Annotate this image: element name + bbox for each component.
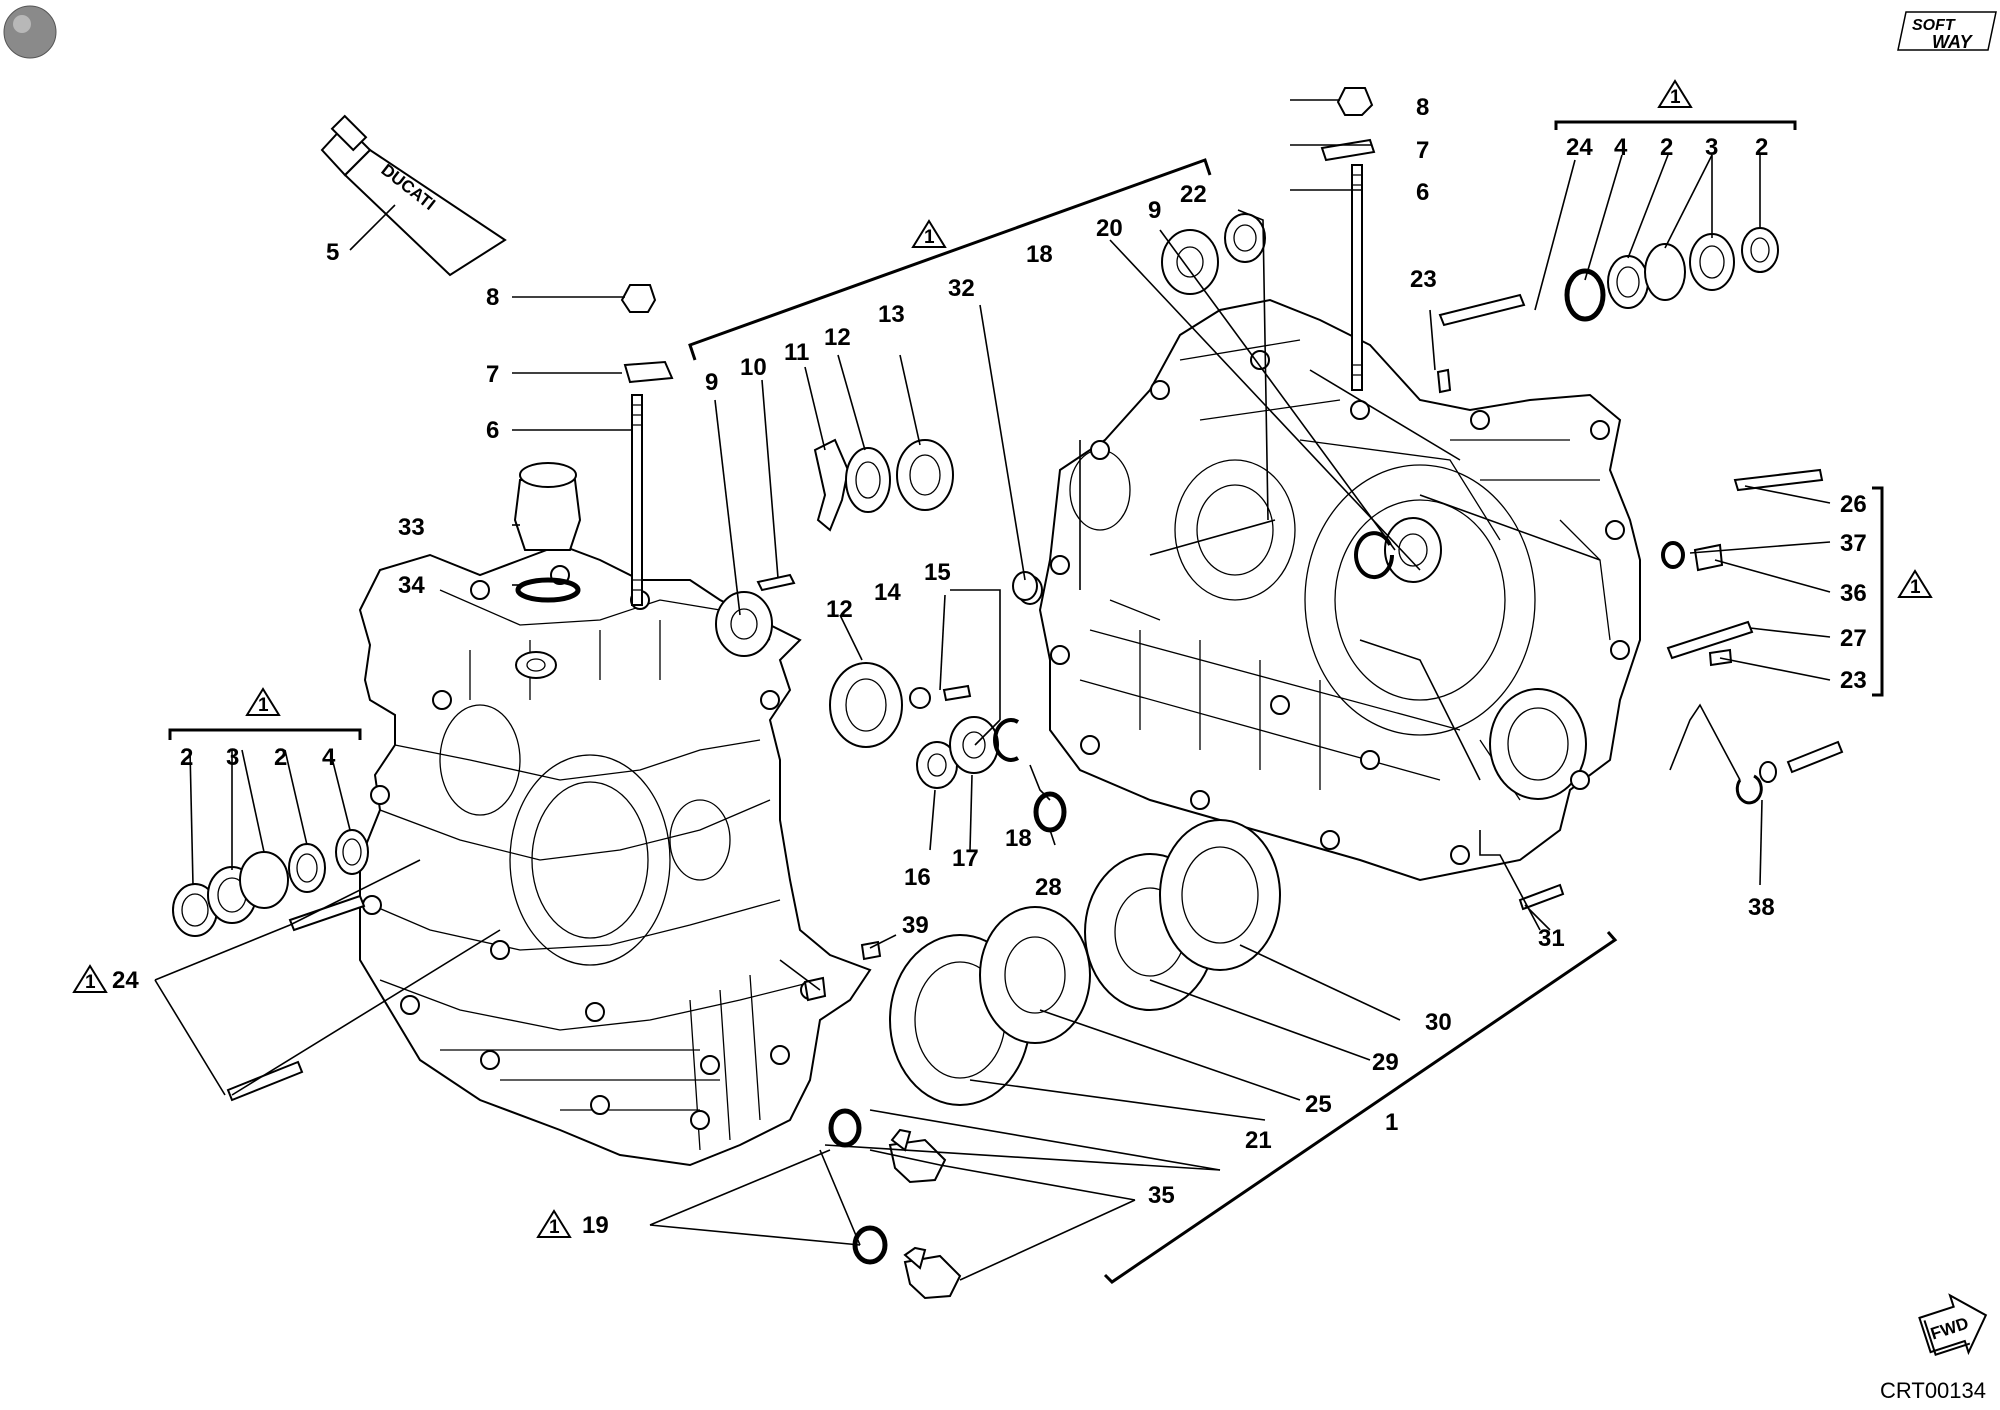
logo-line2: WAY — [1932, 32, 1974, 52]
leader-lines — [154, 99, 1831, 1281]
callout-27: 27 — [1840, 625, 1867, 652]
callout-9-left: 9 — [705, 369, 718, 396]
callout-14: 14 — [874, 579, 901, 606]
softway-logo: SOFT WAY — [1897, 11, 1997, 52]
callout-26: 26 — [1840, 491, 1867, 518]
callout-23-top: 23 — [1410, 266, 1437, 293]
kit-marker-bolt-24: 1 — [85, 972, 96, 993]
callout-3-left: 3 — [226, 744, 239, 771]
callout-12-top: 12 — [824, 324, 851, 351]
crank-bearings-and-seals — [889, 819, 1281, 1106]
callout-25: 25 — [1305, 1091, 1332, 1118]
callout-18-left: 18 — [1005, 825, 1032, 852]
callout-8-right: 8 — [1416, 94, 1429, 121]
callout-5: 5 — [326, 239, 339, 266]
callout-labels: 5 8 7 6 33 34 9 10 11 12 13 32 12 14 15 … — [112, 94, 1867, 1239]
drawing-code: CRT00134 — [1880, 1378, 1986, 1403]
callout-35: 35 — [1148, 1182, 1175, 1209]
right-top-bearings — [1161, 213, 1779, 394]
callout-24-left: 24 — [112, 967, 139, 994]
callout-39: 39 — [902, 912, 929, 939]
kit-marker-washer-19: 1 — [549, 1217, 560, 1238]
callout-9-right: 9 — [1148, 197, 1161, 224]
callout-2-left-b: 2 — [274, 744, 287, 771]
kit-marker-left: 1 — [258, 695, 269, 716]
left-stud-assembly — [620, 284, 674, 606]
callout-31: 31 — [1538, 925, 1565, 952]
callout-28: 28 — [1035, 874, 1062, 901]
left-bearing-stack — [172, 829, 369, 1102]
callout-24-right: 24 — [1566, 134, 1593, 161]
callout-36: 36 — [1840, 580, 1867, 607]
callout-2-left-a: 2 — [180, 744, 193, 771]
callout-29: 29 — [1372, 1049, 1399, 1076]
callout-22: 22 — [1180, 181, 1207, 208]
callout-2-right-b: 2 — [1755, 134, 1768, 161]
callout-21: 21 — [1245, 1127, 1272, 1154]
callout-34: 34 — [398, 572, 425, 599]
kit-brackets — [168, 120, 1884, 1284]
callout-2-right-a: 2 — [1660, 134, 1673, 161]
callout-1: 1 — [1385, 1109, 1398, 1136]
callout-15: 15 — [924, 559, 951, 586]
callout-7-right: 7 — [1416, 137, 1429, 164]
callout-33: 33 — [398, 514, 425, 541]
callout-8-left: 8 — [486, 284, 499, 311]
callout-4-right: 4 — [1614, 134, 1628, 161]
fwd-arrow-icon: FWD — [1918, 1293, 1988, 1356]
callout-16: 16 — [904, 864, 931, 891]
sealant-tube: DUCATI — [320, 114, 507, 277]
logo-line1: SOFT — [1912, 17, 1956, 34]
callout-7-left: 7 — [486, 361, 499, 388]
kit-marker-top-right: 1 — [1670, 87, 1681, 108]
right-side-small-parts — [1012, 468, 1844, 911]
callout-38: 38 — [1748, 894, 1775, 921]
callout-23-right: 23 — [1840, 667, 1867, 694]
kit-marker-right: 1 — [1910, 577, 1921, 598]
callout-19: 19 — [582, 1212, 609, 1239]
callout-32: 32 — [948, 275, 975, 302]
callout-4-left: 4 — [322, 744, 336, 771]
corner-disc-icon — [3, 5, 57, 59]
callout-13: 13 — [878, 301, 905, 328]
callout-30: 30 — [1425, 1009, 1452, 1036]
callout-3-right: 3 — [1705, 134, 1718, 161]
kit-markers: 1 1 1 1 1 1 — [72, 79, 1933, 1238]
callout-17: 17 — [952, 845, 979, 872]
left-breather-and-oring — [513, 462, 582, 603]
kit-marker-top-center: 1 — [924, 227, 935, 248]
callout-18-right: 18 — [1026, 241, 1053, 268]
left-crankcase-half — [358, 543, 872, 1167]
callout-37: 37 — [1840, 530, 1867, 557]
callout-12-mid: 12 — [826, 596, 853, 623]
callout-6-left: 6 — [486, 417, 499, 444]
callout-6-right: 6 — [1416, 179, 1429, 206]
callout-10: 10 — [740, 354, 767, 381]
callout-11: 11 — [784, 339, 809, 366]
right-crankcase-half — [1038, 298, 1641, 882]
callout-20: 20 — [1096, 215, 1123, 242]
